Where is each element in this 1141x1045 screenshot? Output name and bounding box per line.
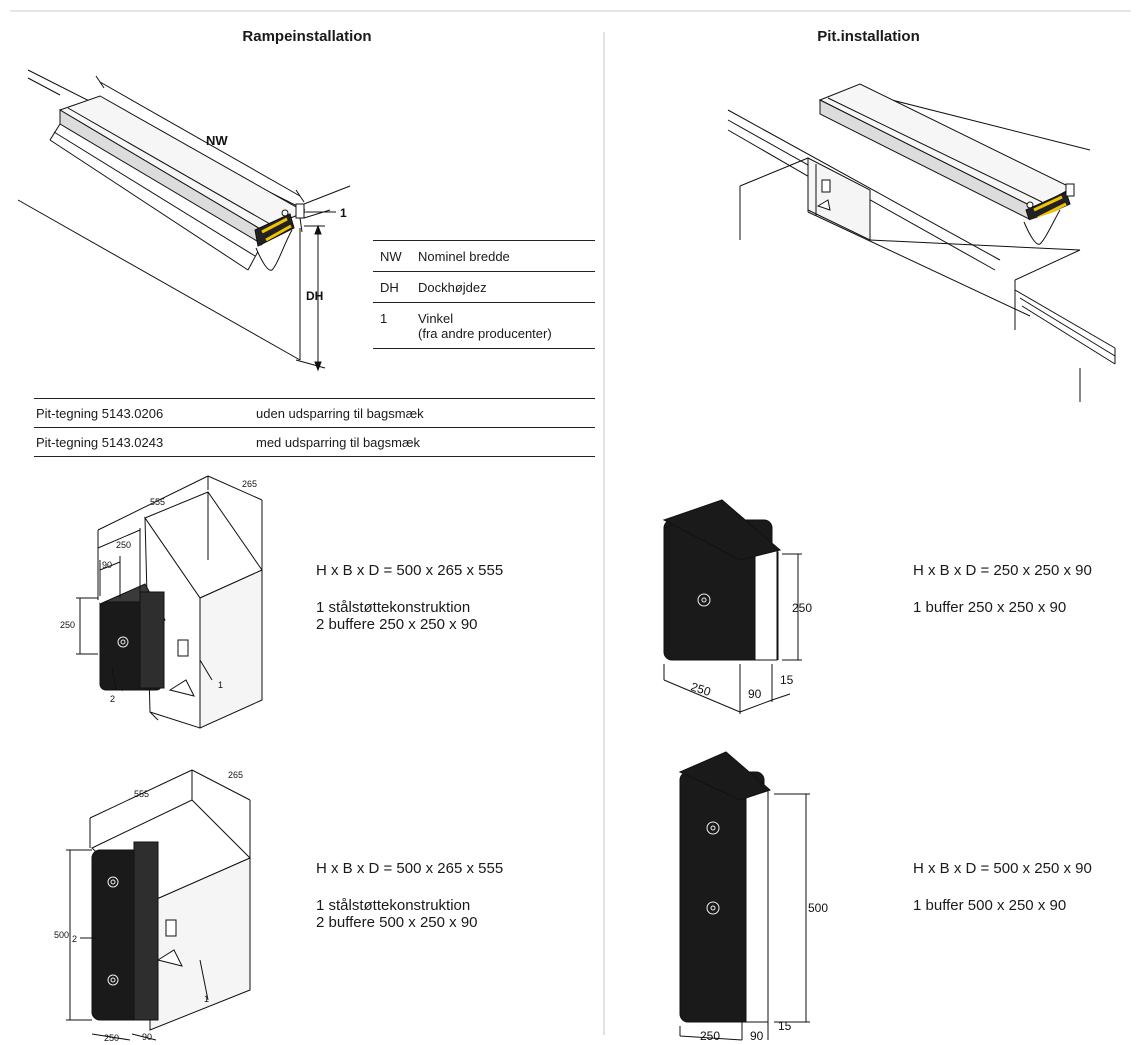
pit-installation-drawing <box>727 83 1116 402</box>
buffer-1-drawing <box>662 499 802 714</box>
buffer-1-dim-width: 250 <box>689 680 713 700</box>
assembly-1-dim-250-height: 250 <box>60 620 75 630</box>
buffer-2-dim-thickness: 15 <box>778 1019 792 1033</box>
assembly-1-dims: H x B x D = 500 x 265 x 555 <box>316 562 504 579</box>
assembly-1-line1: 1 stålstøttekonstruktion <box>316 599 471 616</box>
buffer-1-line1: 1 buffer 250 x 250 x 90 <box>913 599 1067 616</box>
assembly-1-dim-90: 90 <box>102 560 112 570</box>
legend-key: NW <box>380 249 402 264</box>
buffer-1-spec: H x B x D = 250 x 250 x 90 1 buffer 250 … <box>913 562 1092 616</box>
assembly-2-line2: 2 buffere 500 x 250 x 90 <box>316 914 478 931</box>
legend-note: (fra andre producenter) <box>418 326 552 341</box>
legend-key: DH <box>380 280 399 295</box>
buffer-1-dim-depth: 90 <box>748 687 762 701</box>
legend-text: Nominel bredde <box>418 249 510 264</box>
legend-text: Vinkel <box>418 311 454 326</box>
assembly-2-line1: 1 stålstøttekonstruktion <box>316 897 471 914</box>
pit-drawing-name: Pit-tegning 5143.0206 <box>36 406 164 421</box>
pit-drawing-row: Pit-tegning 5143.0243 med udsparring til… <box>34 427 595 457</box>
pit-drawing-row: Pit-tegning 5143.0206 uden udsparring ti… <box>34 398 595 427</box>
assembly-1-line2: 2 buffere 250 x 250 x 90 <box>316 616 478 633</box>
legend-key: 1 <box>380 311 388 326</box>
buffer-2-spec: H x B x D = 500 x 250 x 90 1 buffer 500 … <box>913 860 1092 914</box>
buffer-2-line1: 1 buffer 500 x 250 x 90 <box>913 897 1067 914</box>
assembly-1-dim-265: 265 <box>242 479 257 489</box>
pit-drawing-desc: uden udsparring til bagsmæk <box>256 406 424 421</box>
pit-drawing-name: Pit-tegning 5143.0243 <box>36 435 164 450</box>
assembly-2-spec: H x B x D = 500 x 265 x 555 1 stålstøtte… <box>316 860 503 931</box>
buffer-2-dim-width: 250 <box>700 1029 720 1043</box>
legend-row: DH Dockhøjdez <box>373 271 595 302</box>
ramp-installation-drawing <box>17 69 351 372</box>
legend-text-block: Vinkel (fra andre producenter) <box>418 311 595 341</box>
assembly-2-drawing <box>66 769 251 1041</box>
assembly-1-dim-555: 555 <box>150 497 165 507</box>
pit-drawing-desc: med udsparring til bagsmæk <box>256 435 421 450</box>
assembly-2-part-2: 2 <box>72 934 77 944</box>
heading-ramp-installation: Rampeinstallation <box>242 28 372 45</box>
assembly-1-dim-250-width: 250 <box>116 540 131 550</box>
assembly-2-dim-500: 500 <box>54 930 69 940</box>
assembly-2-part-1: 1 <box>204 994 209 1004</box>
assembly-1-part-2: 2 <box>110 694 115 704</box>
assembly-1-spec: H x B x D = 500 x 265 x 555 1 stålstøtte… <box>316 562 503 633</box>
label-nw: NW <box>206 133 228 148</box>
buffer-2-dim-depth: 90 <box>750 1029 764 1043</box>
legend-row: 1 Vinkel (fra andre producenter) <box>373 302 595 349</box>
buffer-1-dims: H x B x D = 250 x 250 x 90 <box>913 562 1092 579</box>
legend-row: NW Nominel bredde <box>373 240 595 271</box>
legend-table: NW Nominel bredde DH Dockhøjdez 1 Vinkel… <box>373 240 595 349</box>
assembly-2-dim-250: 250 <box>104 1033 119 1043</box>
label-dh: DH <box>306 289 323 303</box>
assembly-2-dims: H x B x D = 500 x 265 x 555 <box>316 860 504 877</box>
assembly-2-dim-265: 265 <box>228 770 243 780</box>
buffer-2-drawing <box>678 751 810 1041</box>
heading-pit-installation: Pit.installation <box>817 28 920 45</box>
legend-text: Dockhøjdez <box>418 280 487 295</box>
buffer-2-dim-height: 500 <box>808 901 828 915</box>
buffer-2-dims: H x B x D = 500 x 250 x 90 <box>913 860 1092 877</box>
assembly-2-dim-555: 555 <box>134 789 149 799</box>
top-border <box>10 10 1131 12</box>
assembly-1-drawing <box>76 475 263 729</box>
pit-drawings-table: Pit-tegning 5143.0206 uden udsparring ti… <box>34 398 595 457</box>
buffer-1-dim-height: 250 <box>792 601 812 615</box>
column-divider <box>603 32 605 1035</box>
assembly-2-dim-90: 90 <box>142 1032 152 1042</box>
assembly-1-part-1: 1 <box>218 680 223 690</box>
buffer-1-dim-thickness: 15 <box>780 673 794 687</box>
label-angle-1: 1 <box>340 206 347 220</box>
